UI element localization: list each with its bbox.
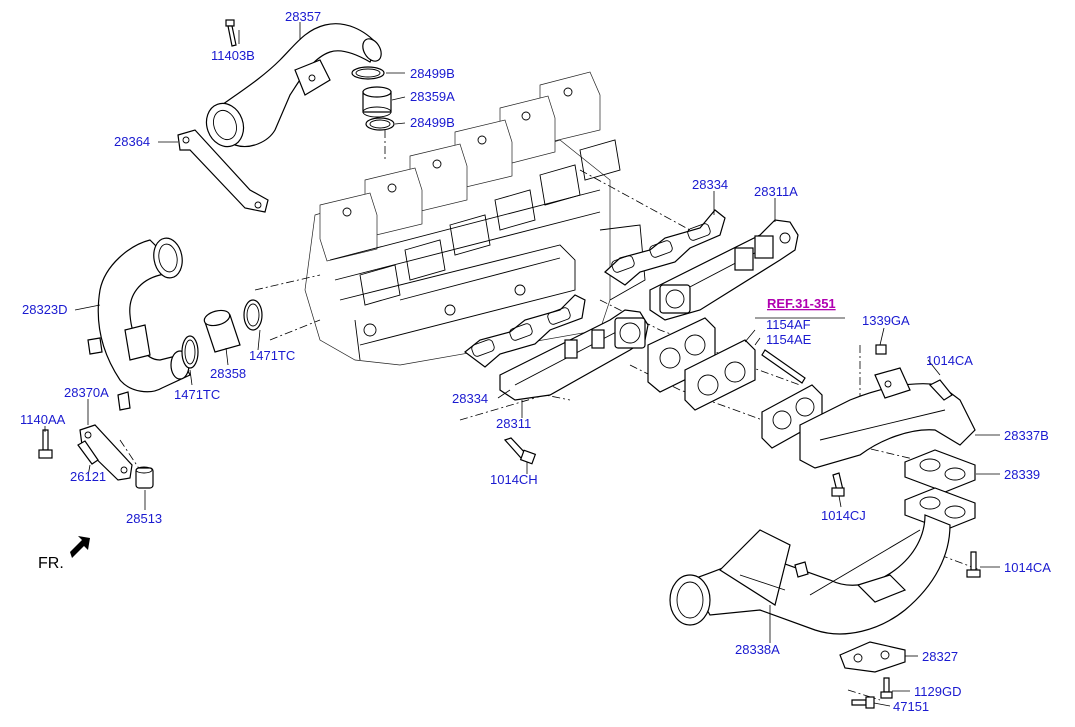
label-1471TC-right[interactable]: 1471TC [249,348,295,363]
label-28334-upper[interactable]: 28334 [692,177,728,192]
label-28359A[interactable]: 28359A [410,89,455,104]
bolt-47151[interactable] [851,696,875,709]
stud-bolt[interactable] [761,349,806,384]
gasket-28339[interactable] [904,449,976,493]
bolt-1014CH[interactable] [503,437,537,465]
label-28370A[interactable]: 28370A [64,385,109,400]
label-1140AA[interactable]: 1140AA [20,412,66,427]
pipe-28357[interactable] [201,23,385,152]
manifold-28311A[interactable] [649,219,799,321]
clamp-1471TC-right[interactable] [243,299,263,331]
spacer-28513[interactable] [135,466,154,489]
label-28513[interactable]: 28513 [126,511,162,526]
manifold-28311[interactable] [499,309,649,401]
label-28337B[interactable]: 28337B [1004,428,1049,443]
label-1014CH[interactable]: 1014CH [490,472,538,487]
front-indicator: FR. [38,555,64,572]
clamp-28499B-lower[interactable] [365,117,395,131]
label-28357[interactable]: 28357 [285,9,321,24]
label-1014CJ[interactable]: 1014CJ [821,508,866,523]
spacer-1154AE[interactable] [684,339,756,411]
pipe-28323D[interactable] [87,236,191,411]
label-28311[interactable]: 28311 [496,416,531,431]
bracket-28327[interactable] [839,641,906,673]
label-1014CA-upper[interactable]: 1014CA [926,353,973,368]
label-28499B-lower[interactable]: 28499B [410,115,455,130]
bracket-28364[interactable] [177,129,269,213]
bolt-1129GD[interactable] [880,677,893,699]
label-1014CA-lower[interactable]: 1014CA [1004,560,1051,575]
pipe-28337B[interactable] [799,367,976,469]
label-26121[interactable]: 26121 [70,469,106,484]
clamp-28499B-upper[interactable] [351,66,385,80]
bolt-1014CJ[interactable] [831,472,845,497]
label-28334-lower[interactable]: 28334 [452,391,488,406]
bolt-1014CA-lower[interactable] [966,551,981,578]
label-28499B-upper[interactable]: 28499B [410,66,455,81]
gasket-28334-upper[interactable] [604,209,726,286]
engine-block [304,71,646,366]
bolt-26121[interactable] [77,440,99,465]
label-28339[interactable]: 28339 [1004,467,1040,482]
label-11403B[interactable]: 11403B [211,48,255,63]
bolt-1339GA[interactable] [875,344,887,355]
sleeve-28358[interactable] [203,308,241,353]
pipe-28338A[interactable] [669,514,951,635]
label-28323D[interactable]: 28323D [22,302,68,317]
part-labels: 28357 11403B 28499B 28359A 28499B 28364 … [20,9,1051,714]
gasket-28334-lower[interactable] [464,294,586,368]
bolt-1140AA[interactable] [38,429,53,459]
label-1129GD[interactable]: 1129GD [914,684,961,699]
label-1154AF[interactable]: 1154AF [766,317,811,332]
label-28338A[interactable]: 28338A [735,642,780,657]
reference-link[interactable]: REF.31-351 [767,296,836,311]
label-28364[interactable]: 28364 [114,134,150,149]
label-28327[interactable]: 28327 [922,649,958,664]
bolt-11403B[interactable] [225,19,237,47]
leader-lines [44,22,1000,707]
front-arrow-icon [70,536,90,558]
label-28358[interactable]: 28358 [210,366,246,381]
bolt-1014CA-upper[interactable] [929,379,953,401]
clamp-1471TC-left[interactable] [181,335,199,369]
label-1471TC-left[interactable]: 1471TC [174,387,220,402]
sleeve-28359A[interactable] [362,86,392,118]
flange-28338A-top[interactable] [904,487,976,531]
label-28311A[interactable]: 28311A [754,184,798,199]
label-1339GA[interactable]: 1339GA [862,313,910,328]
label-1154AE[interactable]: 1154AE [766,332,812,347]
label-47151[interactable]: 47151 [893,699,929,714]
